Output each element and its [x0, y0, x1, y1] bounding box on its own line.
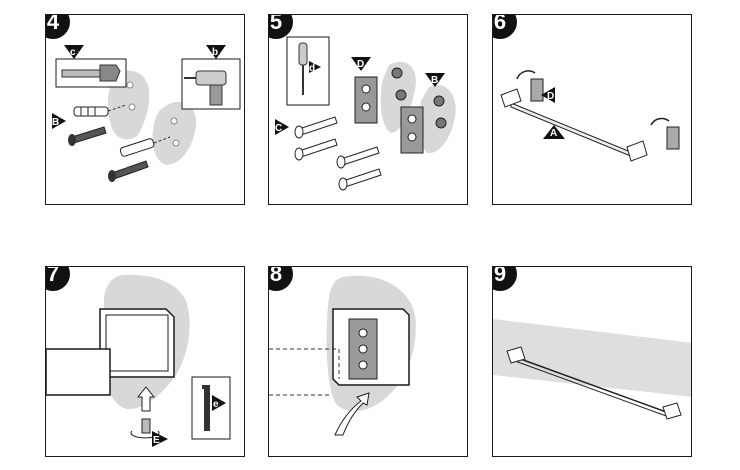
label-marker-C — [275, 119, 289, 135]
step-9-panel: 9 — [492, 266, 692, 457]
label-marker-A — [543, 125, 565, 139]
wall-plug — [395, 89, 407, 101]
screw — [68, 126, 107, 146]
label-e: e — [213, 399, 219, 410]
up-arrow-icon — [136, 386, 156, 412]
screwdriver-tool-box — [286, 36, 330, 106]
mounting-bracket — [348, 318, 378, 380]
label-marker-e — [212, 395, 226, 411]
label-C: C — [275, 123, 282, 134]
label-d: d — [309, 63, 315, 74]
square-bar — [46, 348, 111, 396]
label-marker-d — [309, 61, 321, 73]
drill-hole — [170, 117, 178, 125]
wall-bracket — [666, 126, 680, 150]
dashed-bar-outline — [269, 348, 340, 396]
wall-blob-right — [152, 101, 197, 165]
drill-hole — [128, 103, 136, 111]
end-cap-block — [99, 308, 175, 378]
mounting-bracket — [400, 106, 424, 154]
label-A: A — [550, 128, 557, 139]
anchor-plug — [73, 106, 109, 117]
towel-bar-rod — [510, 102, 634, 158]
label-D: D — [547, 91, 554, 102]
label-marker-E — [152, 431, 168, 447]
label-c: c — [70, 47, 76, 58]
step-7-panel: e E 7 — [45, 266, 245, 457]
grub-screw — [130, 418, 160, 439]
step-8-panel: 8 — [268, 266, 468, 457]
wall-plug — [391, 67, 403, 79]
towel-bar-right-end — [626, 140, 648, 162]
label-marker-B — [52, 113, 66, 129]
screw — [294, 138, 338, 161]
drill-hole — [172, 139, 180, 147]
mounting-bracket — [354, 76, 378, 124]
label-marker-D — [351, 57, 371, 71]
allen-key-icon — [202, 385, 210, 431]
curved-arrow-icon — [334, 392, 370, 436]
step-5-panel: d D C B 5 — [268, 14, 468, 205]
label-D: D — [357, 59, 364, 70]
rotation-arrow-icon — [516, 70, 536, 80]
wall-bracket — [530, 78, 544, 102]
wall-band — [493, 319, 691, 397]
towel-bar-left-end — [500, 88, 522, 108]
drill-hole — [126, 81, 134, 89]
hammer-icon — [61, 64, 121, 82]
screwdriver-icon — [298, 42, 308, 95]
screw — [336, 146, 380, 169]
step-6-panel: D A 6 — [492, 14, 692, 205]
screw — [338, 168, 382, 191]
step-4-panel: c b B 4 — [45, 14, 245, 205]
label-marker-b — [206, 45, 226, 59]
label-E: E — [153, 435, 160, 446]
label-marker-c — [64, 45, 84, 59]
label-B: B — [52, 117, 59, 128]
rotation-arrow-icon — [650, 117, 670, 126]
anchor-plug — [119, 138, 155, 157]
label-marker-D — [541, 87, 555, 103]
step-number-badge: 5 — [269, 15, 293, 39]
wall-blob-left — [107, 70, 150, 140]
installed-towel-bar — [506, 346, 682, 420]
allen-key-box — [191, 376, 231, 440]
label-marker-B — [425, 73, 445, 87]
screw — [108, 160, 149, 182]
wall-plug — [435, 117, 447, 129]
screw — [294, 116, 338, 139]
label-b: b — [212, 47, 218, 58]
label-B: B — [431, 75, 438, 86]
drill-icon — [184, 70, 227, 106]
wall-plug — [433, 95, 445, 107]
